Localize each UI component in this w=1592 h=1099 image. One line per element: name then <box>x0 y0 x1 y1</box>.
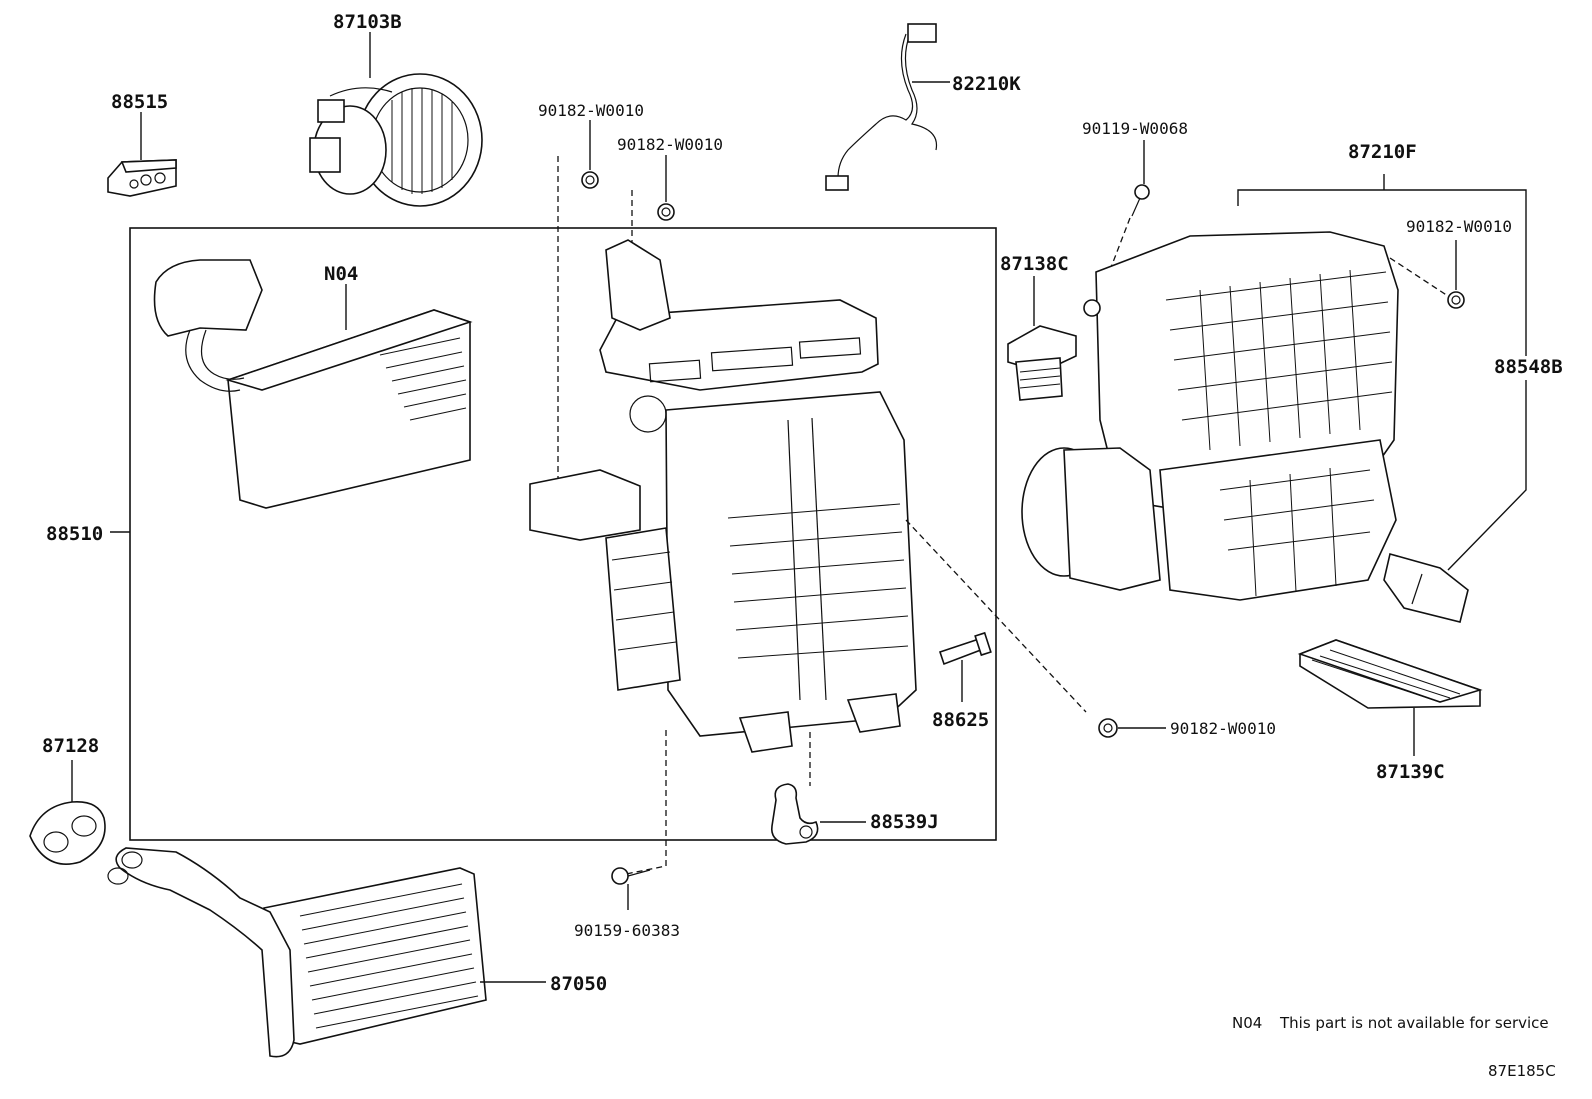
footer-note-text: This part is not available for service <box>1279 1014 1549 1032</box>
filter-insert-part[interactable] <box>1383 553 1469 623</box>
label-88625: 88625 <box>932 709 989 731</box>
label-88539J: 88539J <box>870 811 939 833</box>
bolt-90159-part[interactable] <box>611 867 651 885</box>
servo-motor-part[interactable] <box>1007 325 1077 401</box>
label-90182-d: 90182-W0010 <box>1170 719 1276 738</box>
nut-90182-b[interactable] <box>657 203 675 221</box>
nut-90182-a[interactable] <box>581 171 599 189</box>
label-88548B: 88548B <box>1494 356 1563 378</box>
hvac-case-center <box>529 239 917 753</box>
cabin-filter-part[interactable] <box>1297 639 1483 709</box>
label-88510: 88510 <box>46 523 103 545</box>
label-90159: 90159-60383 <box>574 921 680 940</box>
hvac-unit-part[interactable] <box>1021 231 1399 601</box>
heater-core-part[interactable] <box>107 847 487 1058</box>
label-88515: 88515 <box>111 91 168 113</box>
label-87128: 87128 <box>42 735 99 757</box>
label-90182-a: 90182-W0010 <box>538 101 644 120</box>
label-87138C: 87138C <box>1000 253 1069 275</box>
evaporator-part[interactable] <box>153 259 473 509</box>
label-87210F: 87210F <box>1348 141 1417 163</box>
label-N04: N04 <box>324 263 358 285</box>
nut-90182-c[interactable] <box>1447 291 1465 309</box>
nut-90182-d[interactable] <box>1098 718 1118 738</box>
assembly-frame <box>129 227 997 841</box>
label-90182-b: 90182-W0010 <box>617 135 723 154</box>
label-87050: 87050 <box>550 973 607 995</box>
bolt-90119-part[interactable] <box>1131 184 1150 217</box>
label-90119: 90119-W0068 <box>1082 119 1188 138</box>
label-90182-c: 90182-W0010 <box>1406 217 1512 236</box>
expansion-valve-part[interactable] <box>107 159 177 197</box>
grommet-part[interactable] <box>29 801 106 865</box>
footer-note-code: N04 <box>1232 1014 1262 1032</box>
label-87103B: 87103B <box>333 11 402 33</box>
label-82210K: 82210K <box>952 73 1021 95</box>
diagram-id: 87E185C <box>1488 1062 1556 1080</box>
label-87139C: 87139C <box>1376 761 1445 783</box>
sensor-wire-part[interactable] <box>825 23 938 191</box>
blower-motor-part[interactable] <box>309 73 483 207</box>
hose-clip-part[interactable] <box>770 783 819 845</box>
clip-88625-part[interactable] <box>938 631 992 666</box>
